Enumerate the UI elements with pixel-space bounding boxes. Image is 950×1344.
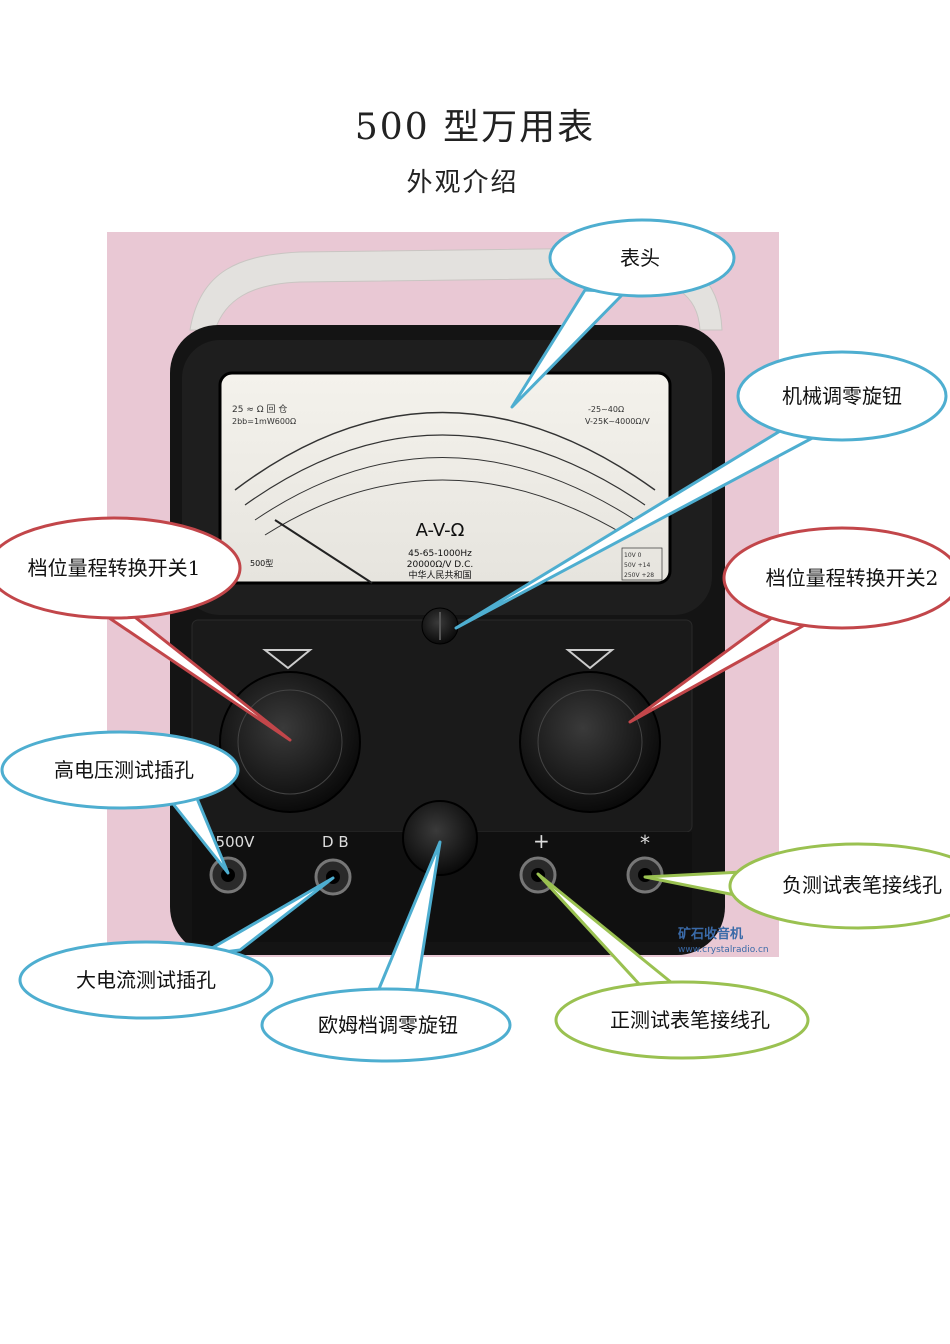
callout-switch1-label: 档位量程转换开关1 xyxy=(28,556,201,580)
callout-high-voltage-label: 高电压测试插孔 xyxy=(54,758,194,782)
page-subtitle: 外观介绍 xyxy=(406,168,519,198)
callout-ohm-zero: 欧姆档调零旋钮 xyxy=(260,840,512,1063)
callout-high-voltage: 高电压测试插孔 xyxy=(0,730,240,875)
callout-mech-zero-label: 机械调零旋钮 xyxy=(782,384,902,408)
callout-high-current-label: 大电流测试插孔 xyxy=(76,968,216,992)
dial-model-label: 500型 xyxy=(250,559,273,568)
callout-negative-probe: 负测试表笔接线孔 xyxy=(643,842,950,930)
dial-scale-right2: V-25K~4000Ω/V xyxy=(585,417,650,426)
db-table-row1: 10V 0 xyxy=(624,552,642,559)
callout-switch1: 档位量程转换开关1 xyxy=(0,516,292,742)
dial-sens-label: 20000Ω/V D.C. xyxy=(407,560,474,570)
page-title: 500 型万用表 xyxy=(354,107,596,148)
callout-negative-probe-label: 负测试表笔接线孔 xyxy=(782,873,942,897)
callout-meter-head: 表头 xyxy=(510,218,736,409)
callout-mech-zero: 机械调零旋钮 xyxy=(454,350,948,630)
jack-star-label: * xyxy=(640,831,650,855)
callout-ohm-zero-label: 欧姆档调零旋钮 xyxy=(318,1013,458,1037)
jack-plus-label: + xyxy=(533,829,550,853)
dial-scale-right1: -25~40Ω xyxy=(588,405,624,414)
callout-positive-probe: 正测试表笔接线孔 xyxy=(536,872,810,1060)
watermark-url: www.crystalradio.cn xyxy=(678,945,769,955)
callout-switch2: 档位量程转换开关2 xyxy=(628,526,950,724)
callout-switch2-label: 档位量程转换开关2 xyxy=(766,566,939,590)
dial-scale-left2: 2bb=1mW600Ω xyxy=(232,417,296,426)
jack-db-label: D B xyxy=(322,833,349,851)
db-table-row3: 250V +28 xyxy=(624,572,654,579)
dial-center-label: A-V-Ω xyxy=(416,520,465,541)
callout-high-current: 大电流测试插孔 xyxy=(18,876,335,1020)
watermark-cn: 矿石收音机 xyxy=(678,926,743,942)
callout-positive-probe-label: 正测试表笔接线孔 xyxy=(610,1008,770,1032)
dial-freq-label: 45-65-1000Hz xyxy=(408,549,472,559)
dial-scale-left1: 25 ≈ Ω 回 仓 xyxy=(232,403,287,415)
multimeter-photo: A-V-Ω 45-65-1000Hz 20000Ω/V D.C. 中华人民共和国… xyxy=(107,232,779,957)
db-table-row2: 50V +14 xyxy=(624,562,650,569)
callout-meter-head-label: 表头 xyxy=(620,246,660,270)
dial-maker-label: 中华人民共和国 xyxy=(408,569,471,581)
